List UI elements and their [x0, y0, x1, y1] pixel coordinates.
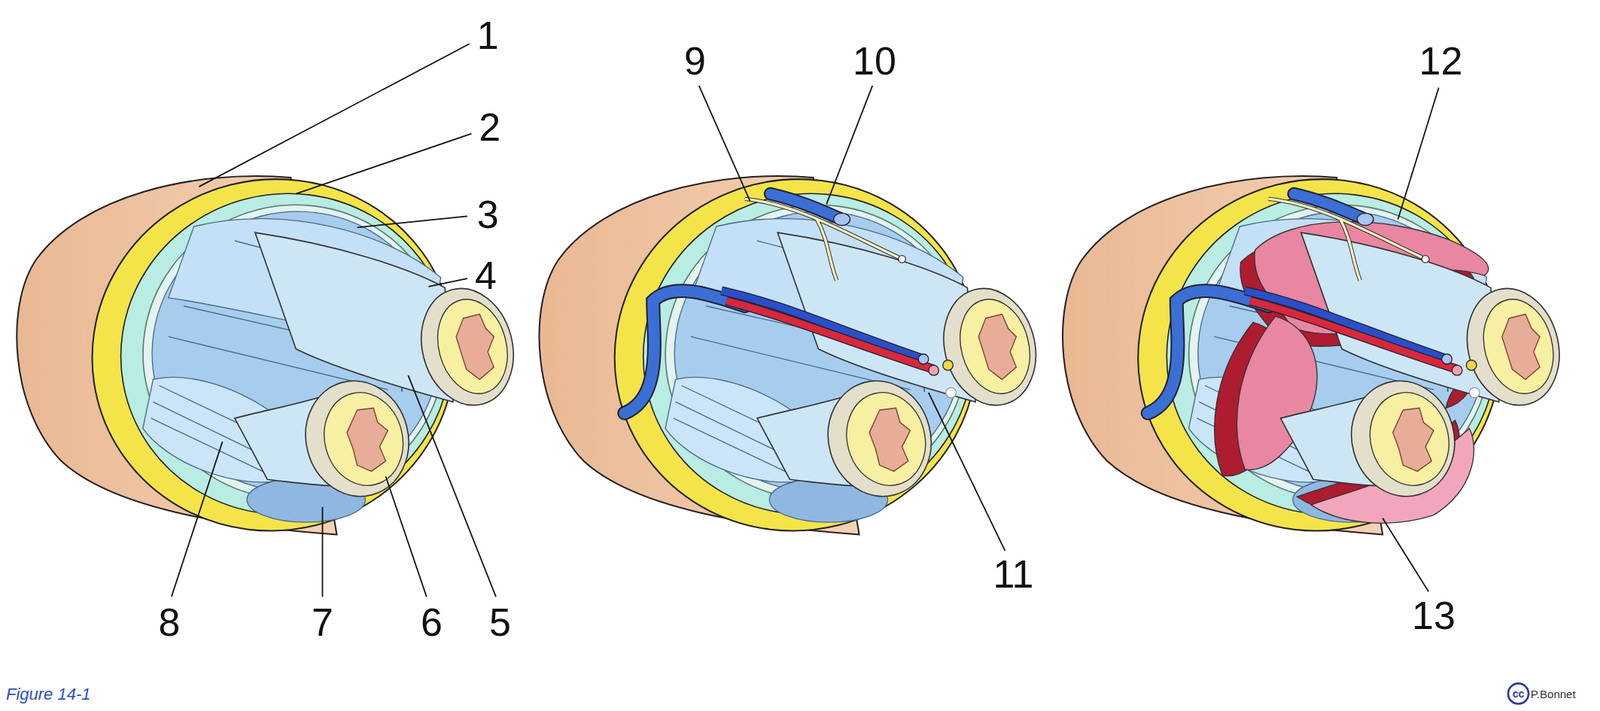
callout-number: 3 — [477, 194, 499, 235]
callout-number: 9 — [684, 41, 706, 81]
license-mark: cc — [1512, 688, 1525, 700]
callout-number: 6 — [420, 602, 443, 642]
callout-number: 12 — [1419, 41, 1464, 81]
callout-number: 10 — [852, 41, 897, 81]
callout-number: 7 — [311, 602, 334, 642]
callout-number: 4 — [474, 255, 497, 296]
callout-number: 1 — [477, 15, 499, 55]
limb-panel-vessels — [539, 140, 1050, 569]
license-badge — [1508, 683, 1529, 704]
callout-number: 8 — [158, 602, 181, 642]
callout-number: 5 — [489, 602, 512, 642]
figure-caption: Figure 14-1 — [6, 686, 92, 703]
callout-number: 13 — [1411, 596, 1456, 636]
limb-panel-muscles — [1062, 140, 1573, 569]
callout-number: 11 — [992, 554, 1034, 594]
callout-number: 2 — [478, 107, 501, 147]
limb-panel-layers — [16, 140, 527, 569]
leader-lines — [171, 43, 1439, 597]
author-credit: P.Bonnet — [1530, 687, 1576, 700]
